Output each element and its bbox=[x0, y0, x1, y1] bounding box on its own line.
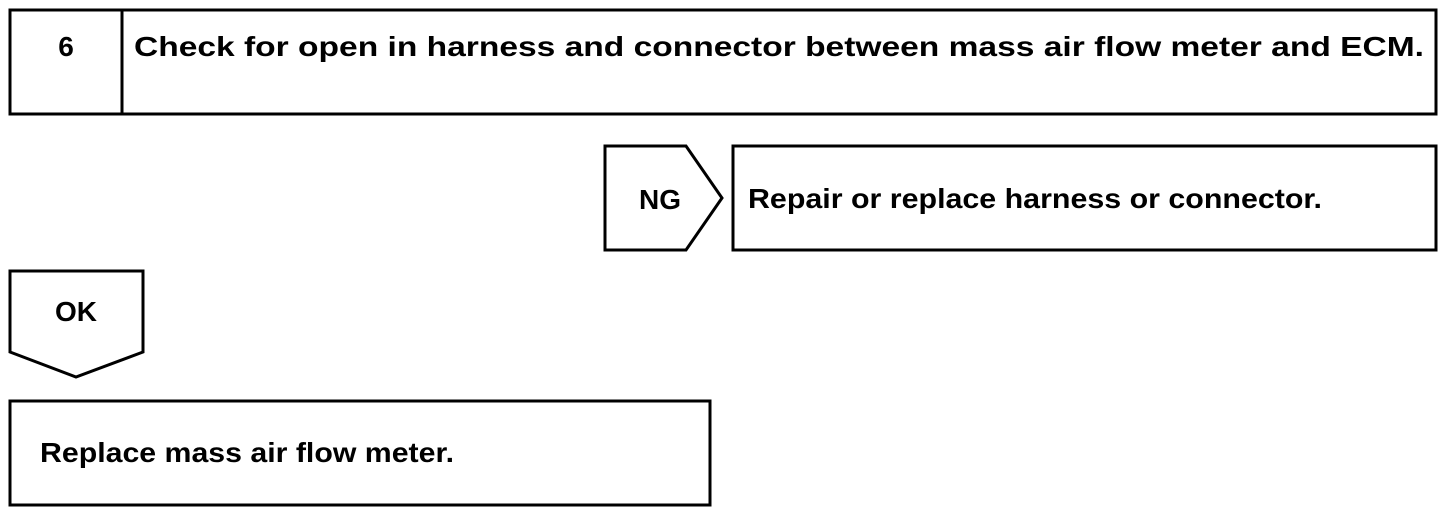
step-title-box bbox=[120, 8, 1438, 116]
ng-action-text: Repair or replace harness or connector. bbox=[748, 183, 1322, 214]
ok-label: OK bbox=[55, 296, 97, 327]
step-header: 6 Check for open in harness and connecto… bbox=[8, 8, 1438, 116]
ok-branch: OK Replace mass air flow meter. bbox=[8, 269, 712, 507]
step-number: 6 bbox=[58, 31, 74, 62]
ng-action-box bbox=[731, 144, 1438, 252]
ng-label: NG bbox=[639, 184, 681, 215]
step-title: Check for open in harness and connector … bbox=[134, 31, 1424, 62]
ng-arrow-tag bbox=[603, 144, 724, 252]
ok-action-text: Replace mass air flow meter. bbox=[40, 437, 454, 468]
step-number-box bbox=[8, 8, 124, 116]
ok-action-box bbox=[8, 399, 712, 507]
ok-arrow-tag bbox=[8, 269, 145, 379]
ng-branch: NG Repair or replace harness or connecto… bbox=[603, 144, 1438, 252]
